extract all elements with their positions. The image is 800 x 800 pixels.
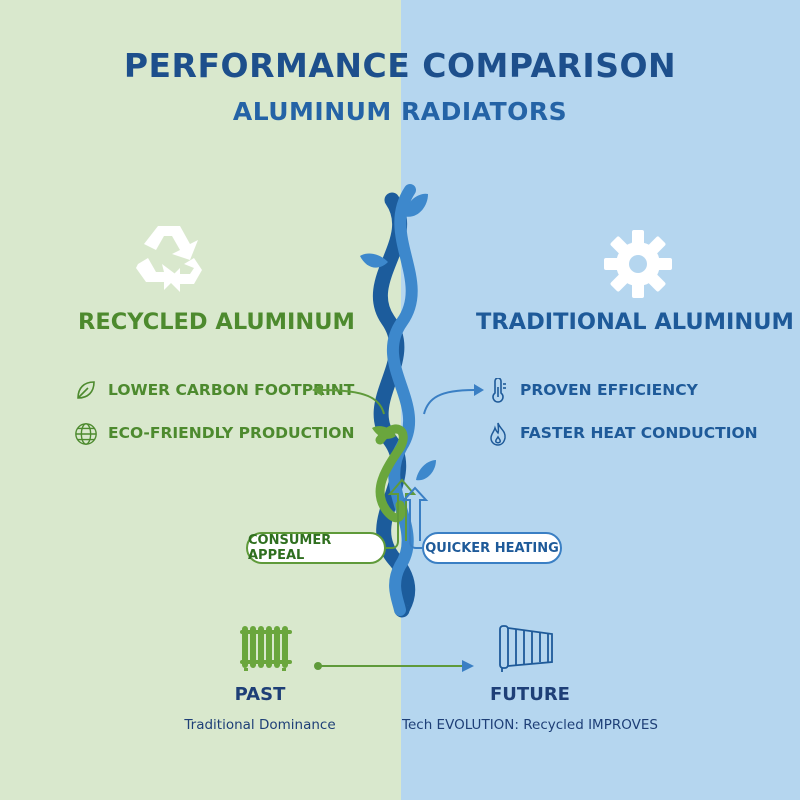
- recycle-icon: [136, 226, 202, 292]
- leaf-icon: [404, 193, 428, 217]
- left-feature-arrow: [321, 389, 385, 415]
- feature-label: LOWER CARBON FOOTPRINT: [108, 381, 355, 399]
- right-feature-arrow: [423, 389, 475, 415]
- feature-label: ECO-FRIENDLY PRODUCTION: [108, 424, 355, 442]
- future-label: FUTURE: [490, 684, 570, 705]
- globe-icon: [74, 421, 98, 445]
- timeline-past: PAST Traditional Dominance: [160, 684, 360, 733]
- consumer-appeal-connector: [386, 478, 417, 549]
- left-arrow-head: [312, 384, 322, 396]
- quicker-heating-pill: QUICKER HEATING: [422, 532, 562, 564]
- quicker-heating-connector: [401, 486, 429, 549]
- flame-icon: [486, 421, 510, 446]
- traditional-aluminum-heading: TRADITIONAL ALUMINUM: [476, 309, 794, 335]
- past-label: PAST: [234, 684, 286, 705]
- feature-faster-heat: FASTER HEAT CONDUCTION: [486, 421, 758, 446]
- feature-proven-efficiency: PROVEN EFFICIENCY: [486, 378, 698, 403]
- past-caption: Traditional Dominance: [184, 717, 336, 733]
- feature-lower-carbon: LOWER CARBON FOOTPRINT: [74, 378, 354, 402]
- radiator-icon: [240, 626, 292, 671]
- page-title: PERFORMANCE COMPARISON: [123, 46, 677, 85]
- feature-label: PROVEN EFFICIENCY: [520, 381, 698, 399]
- leaf-icon: [416, 460, 436, 481]
- consumer-appeal-pill: CONSUMER APPEAL: [246, 532, 386, 564]
- future-caption: Tech EVOLUTION: Recycled IMPROVES: [402, 717, 658, 733]
- feature-label: FASTER HEAT CONDUCTION: [520, 424, 758, 442]
- light-blue-ribbon: [386, 184, 418, 616]
- right-arrow-head: [474, 384, 484, 396]
- timeline-future: FUTURE Tech EVOLUTION: Recycled IMPROVES: [390, 684, 670, 733]
- leaf-icon: [372, 426, 396, 439]
- thermometer-icon: [486, 378, 510, 403]
- recycled-aluminum-heading: RECYCLED ALUMINUM: [78, 309, 355, 335]
- modern-radiator-icon: [499, 625, 553, 672]
- page-subtitle: ALUMINUM RADIATORS: [232, 97, 568, 126]
- leaf-icon: [74, 378, 98, 402]
- timeline-arrow-head: [462, 660, 474, 672]
- leaf-icon: [360, 253, 388, 268]
- feature-eco-friendly: ECO-FRIENDLY PRODUCTION: [74, 421, 354, 445]
- gear-icon: [604, 230, 672, 298]
